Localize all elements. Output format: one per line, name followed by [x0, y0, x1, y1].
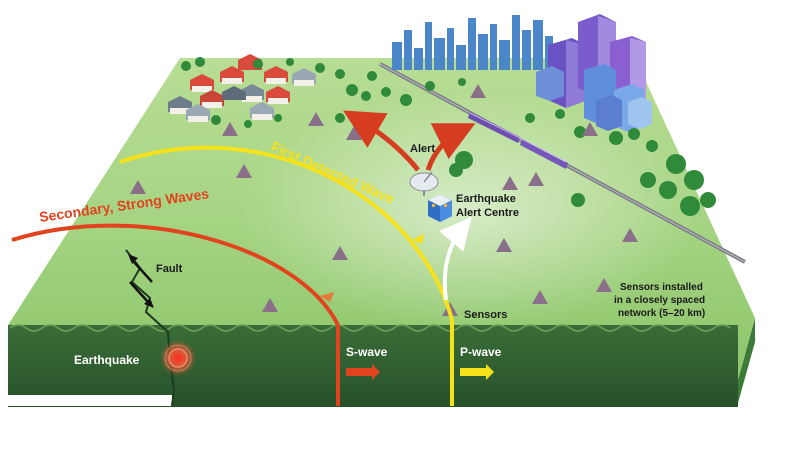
alert-centre	[428, 194, 452, 222]
sensors-note-line-3: network (5–20 km)	[618, 308, 705, 319]
s-wave-direction-arrow	[320, 292, 334, 302]
fault-label: Fault	[156, 263, 183, 275]
alert-arrow-left	[343, 110, 420, 172]
p-wave-direction-arrow	[412, 234, 424, 244]
p-wave-label: P-wave	[460, 345, 502, 359]
sensors-note-line-2: in a closely spaced	[614, 295, 705, 306]
sensors-note-line-1: Sensors installed	[620, 282, 703, 293]
p-wave-front	[119, 145, 454, 321]
p-wave-arrow	[460, 364, 494, 380]
sensor	[470, 84, 486, 98]
sensor	[308, 112, 324, 126]
s-wave-front	[11, 223, 340, 326]
train	[468, 112, 568, 169]
railway	[379, 62, 746, 264]
sensor	[596, 278, 612, 292]
alert-centre-label-2: Alert Centre	[456, 207, 519, 219]
satellite-dish-icon	[409, 171, 439, 196]
sensor	[528, 172, 544, 186]
surface-wave-line	[9, 324, 731, 332]
ground-right-face	[738, 318, 755, 403]
s-wave-arrow	[346, 364, 380, 380]
alert-arrow-right	[425, 123, 476, 171]
houses	[168, 54, 316, 122]
sensor	[496, 238, 512, 252]
sensor	[582, 122, 598, 136]
fault	[125, 249, 176, 407]
alert-label: Alert	[410, 143, 435, 155]
alert-centre-label-1: Earthquake	[456, 193, 516, 205]
sensors-label: Sensors	[464, 309, 507, 321]
sensor	[236, 164, 252, 178]
trees	[181, 57, 716, 216]
sensor	[262, 298, 278, 312]
sensor	[532, 290, 548, 304]
sensor	[130, 180, 146, 194]
s-wave-label: S-wave	[346, 345, 388, 359]
sensor	[222, 122, 238, 136]
sensor-to-centre-arrow	[438, 216, 472, 301]
city-skyline	[392, 15, 553, 70]
ground-highlight	[240, 90, 700, 330]
sensor	[332, 246, 348, 260]
sensor	[622, 228, 638, 242]
purple-towers	[536, 14, 652, 132]
earthquake-label: Earthquake	[74, 353, 140, 367]
sensor	[502, 176, 518, 190]
